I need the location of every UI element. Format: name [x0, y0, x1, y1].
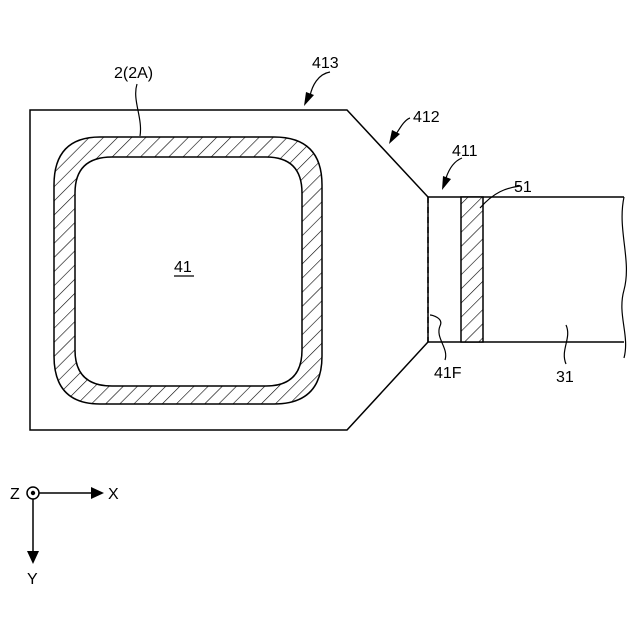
weld-51	[461, 197, 483, 342]
wire-31	[428, 197, 626, 358]
label-plate-number: 41	[174, 259, 192, 276]
label-edge-412: 412	[413, 109, 440, 126]
label-edge-411: 411	[452, 143, 478, 160]
label-edge-413: 413	[312, 55, 339, 72]
label-weld-51: 51	[514, 179, 532, 196]
label-coil: 2(2A)	[114, 65, 153, 82]
label-fold-line-41F: 41F	[434, 365, 462, 382]
axis-label-y: Y	[27, 571, 38, 588]
axis-label-z: Z	[10, 486, 20, 503]
coordinate-axes: Z X Y	[10, 486, 119, 588]
axis-label-x: X	[108, 486, 119, 503]
label-wire-31: 31	[556, 369, 574, 386]
